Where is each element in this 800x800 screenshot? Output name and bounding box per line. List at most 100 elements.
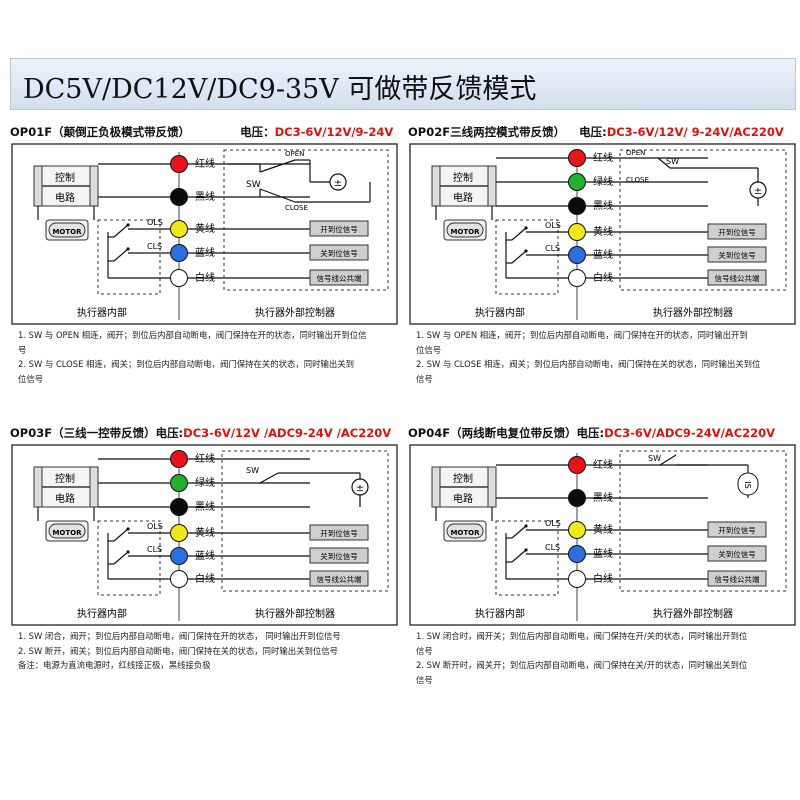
contact-dot — [524, 249, 528, 253]
circuit-label: 电路 — [453, 191, 473, 204]
sw-label: SW — [246, 466, 259, 475]
panel-title: OP03F（三线一控带反馈）电压:DC3-6V/12V /ADC9-24V /A… — [10, 425, 391, 443]
yellow-wire-terminal — [170, 524, 188, 542]
close-signal-label: 关到位信号 — [718, 549, 756, 559]
external-controller-box — [221, 450, 389, 592]
white-wire-terminal — [170, 269, 188, 287]
cls-switch — [511, 549, 527, 563]
panel-frame — [11, 444, 398, 626]
contact-dot — [524, 524, 528, 528]
open-signal-label: 开到位信号 — [718, 525, 756, 535]
panel-title: OP01F（颠倒正负极模式带反馈） 电压：DC3-6V/12V/9-24V — [10, 124, 393, 142]
control-label: 控制 — [453, 171, 473, 184]
limit-switch-box — [97, 219, 161, 295]
note-line: 2. SW 断开时，阀关开；到位后内部自动断电，阀门保持在关/开的状态，同时输出… — [416, 660, 748, 670]
limit-switch-box — [97, 520, 161, 596]
common-signal-box — [309, 269, 369, 286]
wiring-diagram: 控制电路MOTOROLSCLS红线绿线黑线黄线蓝线白线开到位信号关到位信号信号线… — [11, 444, 398, 626]
red-wire-terminal — [568, 456, 586, 474]
open-label: OPEN — [626, 149, 645, 157]
note-line: 号 — [18, 344, 27, 355]
black-wire-terminal — [170, 498, 188, 516]
ols-label: OLS — [545, 519, 561, 528]
motor-shape — [48, 523, 86, 539]
white-wire-terminal — [170, 570, 188, 588]
cls-label: CLS — [545, 244, 560, 253]
wiring-diagram: 控制电路MOTOROLSCLS红线黑线黄线蓝线白线开到位信号关到位信号信号线公共… — [11, 143, 398, 325]
close-signal-label: 关到位信号 — [320, 551, 358, 561]
inside-label: 执行器内部 — [77, 607, 127, 620]
open-signal-label: 开到位信号 — [320, 224, 358, 234]
panel-notes: 1. SW 闭合，阀开；到位后内部自动断电，阀门保持在开的状态， 同时输出开到位… — [18, 629, 341, 673]
ols-switch — [113, 528, 129, 542]
voltage-value: DC3-6V/ADC9-24V/AC220V — [604, 426, 776, 440]
note-line: 信号 — [416, 373, 433, 384]
cls-label: CLS — [545, 543, 560, 552]
motor-label: MOTOR — [52, 529, 82, 537]
battery-label: IS — [743, 481, 752, 488]
sw-label: SW — [666, 157, 679, 166]
voltage-value: DC3-6V/12V/ 9-24V/AC220V — [606, 125, 784, 139]
note-line: 2. SW 与 CLOSE 相连，阀关；到位后内部自动断电，阀门保持在关的状态，… — [18, 359, 355, 369]
power-source-icon — [329, 173, 347, 191]
motor-label: MOTOR — [450, 228, 480, 236]
white-wire-terminal — [568, 269, 586, 287]
yellow-wire-terminal — [170, 220, 188, 238]
panel-frame — [11, 143, 398, 325]
open-signal-box — [309, 524, 369, 541]
black-wire-terminal — [568, 489, 586, 507]
open-signal-label: 开到位信号 — [320, 528, 358, 538]
sw-open-blade — [259, 159, 296, 173]
cls-switch — [511, 250, 527, 264]
control-bracket-left — [431, 466, 441, 508]
note-line: 1. SW 闭合，阀开；到位后内部自动断电，阀门保持在开的状态， 同时输出开到位… — [18, 631, 341, 641]
panel-code: OP04F（两线断电复位带反馈）电压: — [408, 426, 605, 440]
cls-label: CLS — [147, 545, 162, 554]
common-signal-label: 信号线公共端 — [715, 273, 760, 283]
contact-dot — [126, 527, 130, 531]
common-signal-box — [707, 570, 767, 587]
wiring-diagram: 控制电路MOTOROLSCLS红线黑线黄线蓝线白线开到位信号关到位信号信号线公共… — [409, 444, 796, 626]
open-signal-label: 开到位信号 — [718, 227, 756, 237]
control-bracket-right — [487, 165, 497, 207]
ols-switch — [511, 227, 527, 241]
common-signal-label: 信号线公共端 — [715, 574, 760, 584]
note-line: 1. SW 与 OPEN 相连，阀开；到位后内部自动断电，阀门保持在开的状态，同… — [416, 330, 748, 340]
panel-title: OP02F三线两控模式带反馈） 电压:DC3-6V/12V/ 9-24V/AC2… — [408, 124, 784, 142]
voltage-label: 电压： — [240, 125, 275, 139]
panel-notes: 1. SW 与 OPEN 相连，阀开；到位后内部自动断电，阀门保持在开的状态，同… — [18, 328, 367, 386]
ols-label: OLS — [545, 221, 561, 230]
open-signal-box — [309, 220, 369, 237]
control-bracket-left — [33, 165, 43, 207]
panel-frame — [409, 143, 796, 325]
cls-label: CLS — [147, 242, 162, 251]
panel-code: OP02F三线两控模式带反馈） — [408, 125, 566, 139]
open-label: OPEN — [285, 150, 304, 158]
panel-notes: 1. SW 与 OPEN 相连，阀开；到位后内部自动断电，阀门保持在开的状态，同… — [416, 328, 760, 386]
common-signal-box — [707, 269, 767, 286]
panel-frame — [409, 444, 796, 626]
external-controller-box — [223, 149, 389, 291]
outside-label: 执行器外部控制器 — [653, 306, 733, 319]
note-line: 2. SW 与 CLOSE 相连，阀关；到位后内部自动断电，阀门保持在关的状态，… — [416, 359, 761, 369]
power-source-label: ± — [334, 178, 342, 189]
control-bracket-right — [89, 466, 99, 508]
contact-dot — [126, 550, 130, 554]
sw-close-blade — [259, 188, 296, 203]
note-line: 备注：电源为直流电源时，红线接正极，黑线接负极 — [18, 660, 211, 670]
close-signal-label: 关到位信号 — [320, 248, 358, 258]
red-wire-terminal — [170, 450, 188, 468]
voltage-value: DC3-6V/12V/9-24V — [274, 125, 394, 139]
motor-label: MOTOR — [450, 529, 480, 537]
black-wire-terminal — [568, 197, 586, 215]
banner-title: DC5V/DC12V/DC9-35V 可做带反馈模式 — [23, 74, 537, 105]
outside-label: 执行器外部控制器 — [255, 306, 335, 319]
motor-shape — [446, 222, 484, 238]
close-signal-box — [707, 545, 767, 562]
close-label: CLOSE — [626, 176, 649, 184]
blue-wire-terminal — [170, 244, 188, 262]
close-signal-label: 关到位信号 — [718, 250, 756, 260]
panel-code: OP01F（颠倒正负极模式带反馈） — [10, 125, 191, 139]
common-signal-label: 信号线公共端 — [317, 273, 362, 283]
ols-switch — [511, 525, 527, 539]
